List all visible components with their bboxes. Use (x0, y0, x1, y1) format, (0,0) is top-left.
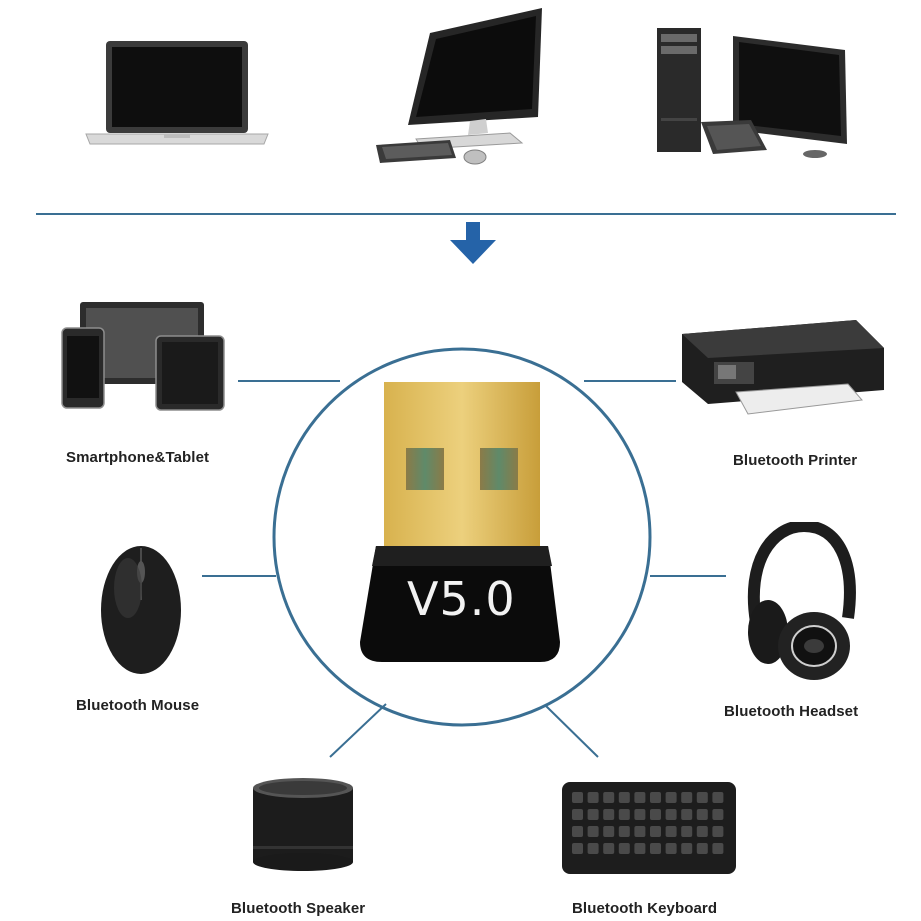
keyboard-key (650, 809, 661, 820)
keyboard-key (572, 826, 583, 837)
keyboard-key (603, 826, 615, 837)
printer-label: Bluetooth Printer (733, 452, 858, 469)
keyboard-key (603, 809, 615, 820)
keyboard-key (587, 809, 599, 820)
keyboard-key (603, 843, 615, 854)
keyboard-key (681, 809, 693, 820)
keyboard-key (712, 826, 724, 837)
keyboard-key (572, 809, 583, 820)
mouse-icon (101, 546, 181, 674)
keyboard-key (634, 792, 646, 803)
keyboard-key (603, 792, 615, 803)
desktop-tower-pc-icon (657, 28, 847, 158)
keyboard-key (712, 792, 724, 803)
printer-icon (682, 320, 884, 415)
keyboard-key (634, 843, 646, 854)
keyboard-key (712, 843, 724, 854)
keyboard-key (650, 843, 661, 854)
connector-line-speaker (329, 703, 387, 758)
keyboard-key (696, 826, 708, 837)
keyboard-key (665, 792, 677, 803)
keyboard-key (634, 826, 646, 837)
keyboard-key (650, 792, 661, 803)
mouse-label: Bluetooth Mouse (76, 697, 200, 714)
keyboard-key (572, 792, 583, 803)
keyboard-key (618, 826, 630, 837)
headset-label: Bluetooth Headset (724, 703, 859, 720)
center-circle (272, 347, 652, 727)
keyboard-key (618, 809, 630, 820)
smartphone-tablet-label: Smartphone&Tablet (66, 449, 210, 466)
desktop-computer-icon (376, 8, 542, 165)
keyboard-key (696, 843, 708, 854)
keyboard-key (681, 826, 693, 837)
keyboard-key (696, 809, 708, 820)
keyboard-key (665, 809, 677, 820)
keyboard-key (665, 843, 677, 854)
keyboard-key (618, 843, 630, 854)
speaker-label: Bluetooth Speaker (231, 900, 366, 917)
keyboard-key (681, 792, 693, 803)
arrow-down-icon (450, 222, 496, 264)
keyboard-label: Bluetooth Keyboard (572, 900, 718, 917)
keyboard-key (572, 843, 583, 854)
usb-bluetooth-adapter-icon (360, 382, 560, 662)
keyboard-key (712, 809, 724, 820)
laptop-icon (85, 41, 269, 145)
keyboard-key (618, 792, 630, 803)
headset-icon (747, 522, 856, 680)
keyboard-key (681, 843, 693, 854)
keyboard-key (587, 792, 599, 803)
keyboard-key (696, 792, 708, 803)
keyboard-key (587, 826, 599, 837)
keyboard-icon (562, 782, 736, 874)
adapter-version-label: V5.0 (407, 572, 516, 626)
keyboard-key (634, 809, 646, 820)
speaker-icon (253, 778, 353, 871)
keyboard-key (650, 826, 661, 837)
keyboard-key (665, 826, 677, 837)
keyboard-key (587, 843, 599, 854)
connector-line-keyboard (544, 704, 599, 758)
smartphone-tablet-icon (61, 302, 225, 411)
